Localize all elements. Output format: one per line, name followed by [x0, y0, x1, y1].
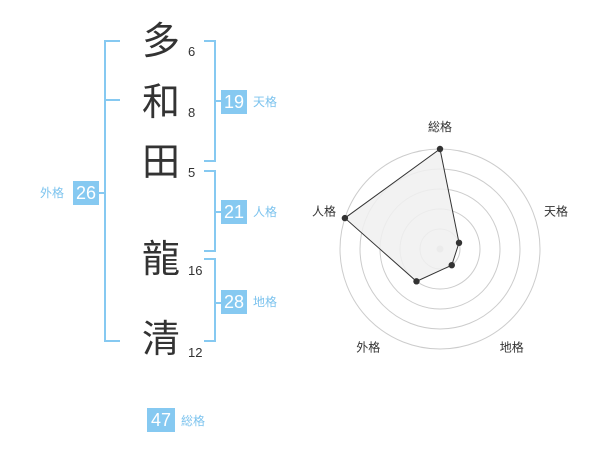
tenkaku-connector: [214, 100, 222, 102]
name-char-4: 龍: [141, 237, 180, 281]
soukaku-badge: 47: [147, 408, 175, 432]
radar-point-1: [436, 145, 444, 153]
gaikaku-label: 外格: [40, 186, 65, 200]
radar-polygon: [344, 148, 460, 282]
gaikaku-bracket: [104, 40, 120, 342]
gaikaku-inner-tick: [104, 99, 120, 101]
radar-point-4: [413, 278, 420, 285]
chikaku-badge: 28: [221, 290, 247, 314]
name-char-5: 清: [141, 317, 180, 361]
tenkaku-badge: 19: [221, 90, 247, 114]
soukaku-label: 総格: [181, 414, 206, 428]
chikaku-label: 地格: [253, 295, 278, 309]
jinkaku-badge: 21: [221, 200, 247, 224]
jinkaku-connector: [214, 211, 222, 213]
stroke-count-3: 5: [188, 165, 196, 180]
radar-axis-label-5: 人格: [312, 203, 336, 218]
stroke-count-5: 12: [188, 345, 203, 360]
name-char-1: 多: [141, 19, 180, 63]
name-char-3: 田: [141, 140, 180, 184]
radar-axis-label-3: 地格: [500, 340, 524, 355]
stroke-count-4: 16: [188, 263, 203, 278]
stroke-count-2: 8: [188, 105, 196, 120]
jinkaku-label: 人格: [253, 205, 278, 219]
gaikaku-connector: [96, 192, 106, 194]
stroke-count-1: 6: [188, 44, 196, 59]
chikaku-connector: [214, 302, 222, 304]
tenkaku-label: 天格: [253, 95, 278, 109]
radar-axis-label-4: 外格: [356, 340, 380, 355]
radar-axis-label-2: 天格: [544, 203, 568, 218]
radar-point-2: [455, 239, 463, 247]
radar-axis-label-1: 総格: [428, 119, 452, 134]
radar-point-5: [341, 214, 349, 222]
name-char-2: 和: [141, 80, 180, 124]
chikaku-bracket: [204, 258, 216, 342]
gaikaku-badge: 26: [73, 181, 99, 205]
radar-point-3: [448, 261, 455, 269]
